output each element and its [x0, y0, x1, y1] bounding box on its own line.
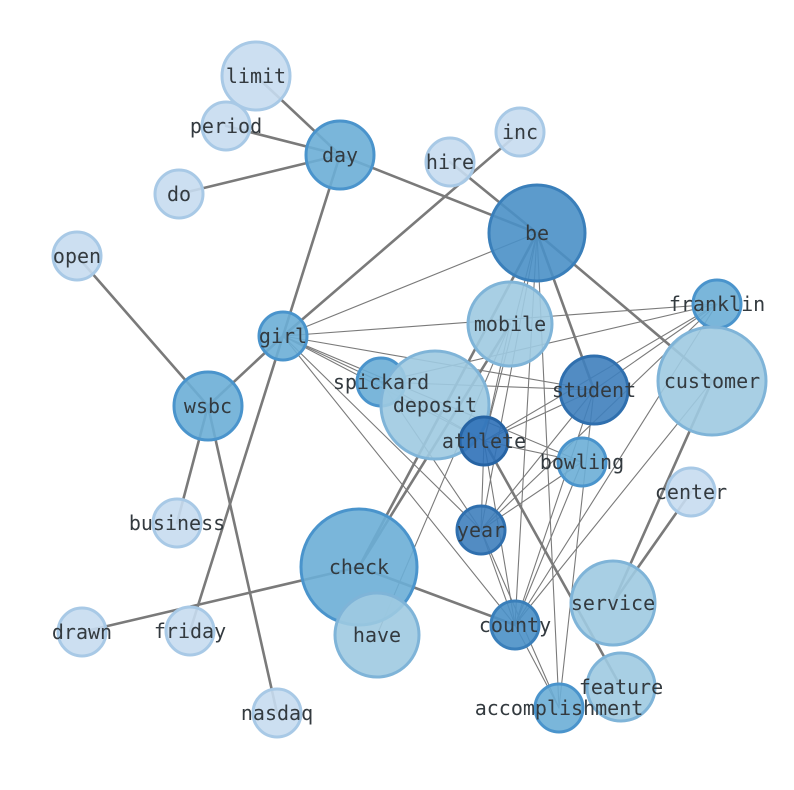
edge-girl-county — [282, 335, 516, 626]
node-period[interactable] — [200, 100, 252, 152]
node-label-be: be — [525, 221, 549, 245]
node-label-check: check — [329, 555, 389, 579]
node-label-inc: inc — [502, 120, 538, 144]
node-open[interactable] — [51, 230, 103, 282]
node-year[interactable] — [455, 504, 507, 556]
node-label-accomplishment: accomplishment — [475, 696, 644, 720]
edge-inc-girl — [281, 130, 522, 338]
edge-day-friday — [188, 153, 342, 633]
node-label-nasdaq: nasdaq — [241, 701, 313, 725]
node-label-do: do — [167, 182, 191, 206]
node-accomplishment[interactable] — [533, 682, 585, 734]
node-have[interactable] — [333, 591, 421, 679]
node-label-limit: limit — [226, 64, 286, 88]
node-label-deposit: deposit — [393, 393, 477, 417]
node-label-period: period — [190, 114, 262, 138]
node-athlete[interactable] — [458, 415, 510, 467]
node-girl[interactable] — [257, 310, 309, 362]
node-label-franklin: franklin — [669, 292, 765, 316]
node-label-year: year — [457, 518, 505, 542]
node-feature[interactable] — [585, 651, 657, 723]
node-label-girl: girl — [259, 324, 307, 348]
node-label-service: service — [571, 591, 655, 615]
node-label-day: day — [322, 143, 358, 167]
node-inc[interactable] — [494, 106, 546, 158]
node-label-bowling: bowling — [540, 450, 624, 474]
node-label-spickard: spickard — [333, 370, 429, 394]
node-label-hire: hire — [426, 150, 474, 174]
node-service[interactable] — [569, 559, 657, 647]
node-drawn[interactable] — [56, 606, 108, 658]
node-be[interactable] — [487, 183, 587, 283]
edge-bowling-county — [514, 461, 583, 626]
node-limit[interactable] — [220, 40, 292, 112]
node-student[interactable] — [558, 354, 630, 426]
node-customer[interactable] — [656, 325, 768, 437]
node-label-open: open — [53, 244, 101, 268]
node-label-wsbc: wsbc — [184, 394, 232, 418]
node-hire[interactable] — [424, 136, 476, 188]
node-bowling[interactable] — [556, 436, 608, 488]
node-label-customer: customer — [664, 369, 760, 393]
node-label-drawn: drawn — [52, 620, 112, 644]
label-layer: limit period day do hire inc be open franklin mob… — [52, 64, 765, 725]
node-center[interactable] — [665, 466, 717, 518]
node-county[interactable] — [489, 599, 541, 651]
node-label-center: center — [655, 480, 727, 504]
node-label-friday: friday — [154, 619, 226, 643]
node-label-mobile: mobile — [474, 312, 546, 336]
edge-student-county — [514, 389, 595, 626]
node-label-student: student — [552, 378, 636, 402]
node-label-feature: feature — [579, 675, 663, 699]
node-do[interactable] — [153, 168, 205, 220]
node-label-have: have — [353, 623, 401, 647]
edge-wsbc-nasdaq — [206, 404, 279, 715]
node-layer — [51, 40, 768, 739]
node-business[interactable] — [151, 497, 203, 549]
node-friday[interactable] — [164, 605, 216, 657]
edge-girl-year — [282, 335, 482, 531]
node-mobile[interactable] — [466, 280, 554, 368]
node-day[interactable] — [304, 119, 376, 191]
node-label-county: county — [479, 613, 551, 637]
node-wsbc[interactable] — [172, 370, 244, 442]
node-nasdaq[interactable] — [251, 687, 303, 739]
node-label-athlete: athlete — [442, 429, 526, 453]
node-label-business: business — [129, 511, 225, 535]
